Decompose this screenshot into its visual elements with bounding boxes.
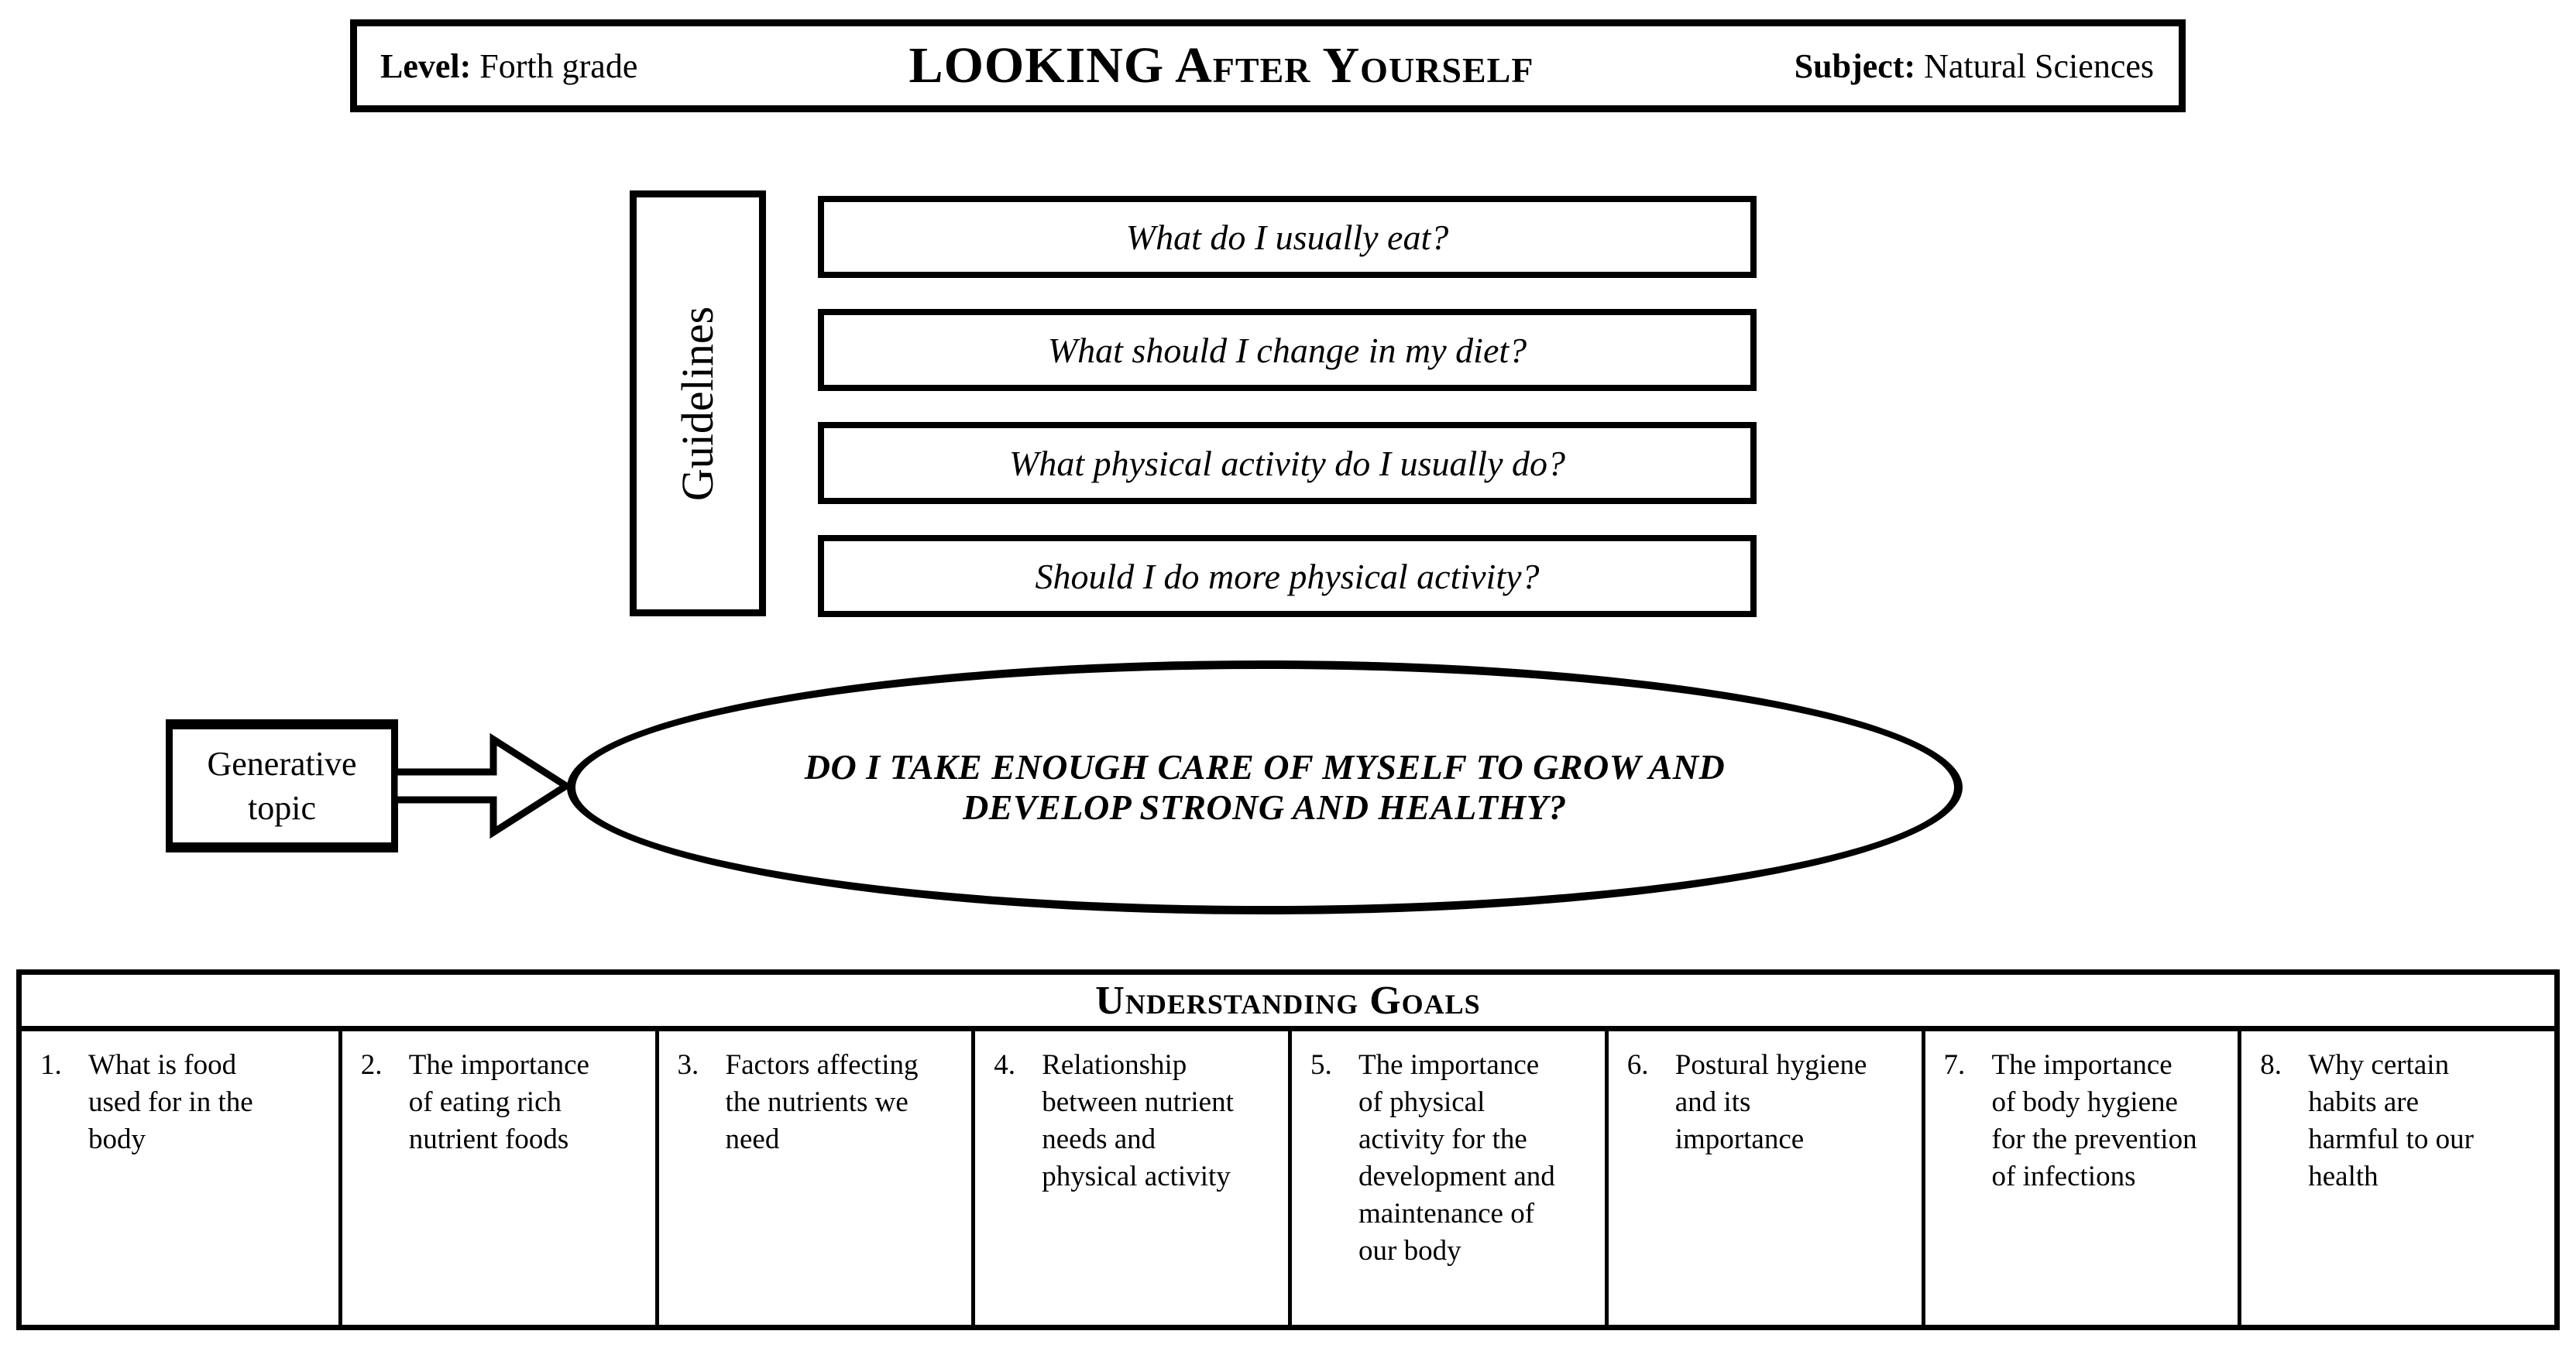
goal-cell-6: 6. Postural hygiene and its importance	[1604, 1031, 1922, 1325]
guideline-question-box-1: What do I usually eat?	[818, 196, 1757, 278]
guidelines-label: Guidelines	[672, 306, 723, 501]
level-field: Level:Forth grade	[357, 46, 637, 86]
generative-topic-box: Generative topic	[166, 719, 398, 852]
unit-header: Level:Forth grade LOOKING After Yourself…	[350, 19, 2186, 112]
level-label: Level:	[380, 46, 472, 85]
goal-text: The importance of eating rich nutrient f…	[408, 1049, 589, 1156]
goal-text: Postural hygiene and its importance	[1674, 1049, 1867, 1156]
generative-question-text: DO I TAKE ENOUGH CARE OF MYSELF TO GROW …	[804, 747, 1726, 827]
goal-text: Factors affecting the nutrients we need	[725, 1049, 919, 1156]
generative-topic-label: Generative topic	[207, 744, 357, 827]
goal-cell-1: 1. What is food used for in the body	[22, 1031, 338, 1325]
goal-cell-7: 7. The importance of body hygiene for th…	[1921, 1031, 2238, 1325]
goal-text: What is food used for in the body	[88, 1049, 253, 1156]
unit-title: LOOKING After Yourself	[908, 37, 1534, 94]
goal-number: 5.	[1310, 1049, 1332, 1081]
subject-field: Subject:Natural Sciences	[1795, 46, 2179, 86]
guideline-question-box-3: What physical activity do I usually do?	[818, 422, 1757, 504]
arrow-right-icon	[391, 732, 569, 839]
subject-label: Subject:	[1794, 46, 1916, 85]
guideline-question-box-2: What should I change in my diet?	[818, 309, 1757, 391]
subject-value: Natural Sciences	[1924, 46, 2154, 85]
goal-cell-8: 8. Why certain habits are harmful to our…	[2238, 1031, 2554, 1325]
goal-text: The importance of body hygiene for the p…	[1991, 1049, 2197, 1193]
goal-number: 2.	[360, 1049, 383, 1081]
goal-number: 7.	[1943, 1049, 1966, 1081]
goal-text: The importance of physical activity for …	[1358, 1049, 1555, 1267]
guideline-question-box-4: Should I do more physical activity?	[818, 535, 1757, 617]
goal-cell-2: 2. The importance of eating rich nutrien…	[338, 1031, 655, 1325]
goal-number: 1.	[40, 1049, 62, 1081]
understanding-goals-body: 1. What is food used for in the body 2. …	[22, 1031, 2554, 1325]
goal-text: Relationship between nutrient needs and …	[1042, 1049, 1234, 1193]
goal-cell-5: 5. The importance of physical activity f…	[1288, 1031, 1605, 1325]
goal-cell-4: 4. Relationship between nutrient needs a…	[971, 1031, 1288, 1325]
understanding-goals-title: Understanding Goals	[1095, 978, 1481, 1023]
goal-number: 4.	[994, 1049, 1015, 1081]
guideline-question-text: What physical activity do I usually do?	[1009, 443, 1565, 483]
goal-cell-3: 3. Factors affecting the nutrients we ne…	[654, 1031, 972, 1325]
generative-topic-ellipse: DO I TAKE ENOUGH CARE OF MYSELF TO GROW …	[567, 660, 1963, 914]
guideline-question-text: Should I do more physical activity?	[1035, 556, 1540, 596]
guideline-question-text: What should I change in my diet?	[1047, 330, 1527, 370]
goal-number: 8.	[2260, 1049, 2282, 1081]
understanding-goals-table: Understanding Goals 1. What is food used…	[16, 969, 2560, 1330]
guideline-question-text: What do I usually eat?	[1125, 217, 1449, 257]
goal-number: 6.	[1626, 1049, 1649, 1081]
understanding-goals-header: Understanding Goals	[22, 975, 2554, 1031]
goal-text: Why certain habits are harmful to our he…	[2308, 1049, 2474, 1193]
level-value: Forth grade	[479, 46, 638, 85]
goal-number: 3.	[677, 1049, 699, 1081]
guidelines-panel: Guidelines	[630, 190, 766, 616]
